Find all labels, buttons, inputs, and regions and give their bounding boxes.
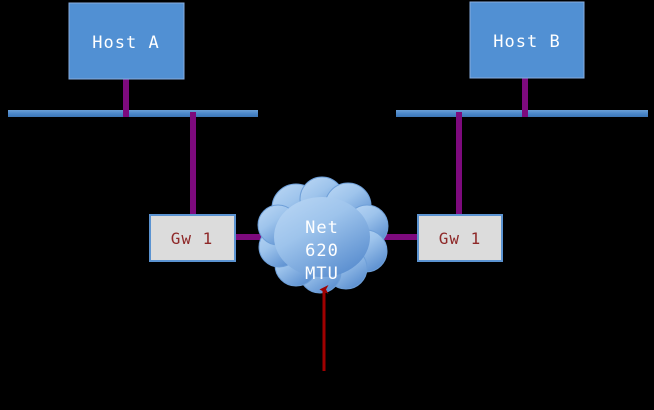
node-host-a[interactable]: Host A xyxy=(68,2,185,80)
node-gw-left[interactable]: Gw 1 xyxy=(149,214,236,262)
host-a-label: Host A xyxy=(92,33,159,53)
host-b-label: Host B xyxy=(493,32,560,52)
gw-left-label: Gw 1 xyxy=(171,229,214,248)
cloud-label-line-2: 620 xyxy=(305,241,339,261)
cloud-label-line-1: Net xyxy=(305,218,339,238)
node-network-cloud[interactable]: Net 620 MTU xyxy=(257,176,389,294)
node-gw-right[interactable]: Gw 1 xyxy=(417,214,503,262)
cloud-label-line-3: MTU xyxy=(305,264,339,284)
node-host-b[interactable]: Host B xyxy=(469,1,585,79)
cloud-shape xyxy=(257,176,389,294)
network-bus-left xyxy=(8,110,258,117)
gw-right-label: Gw 1 xyxy=(439,229,482,248)
